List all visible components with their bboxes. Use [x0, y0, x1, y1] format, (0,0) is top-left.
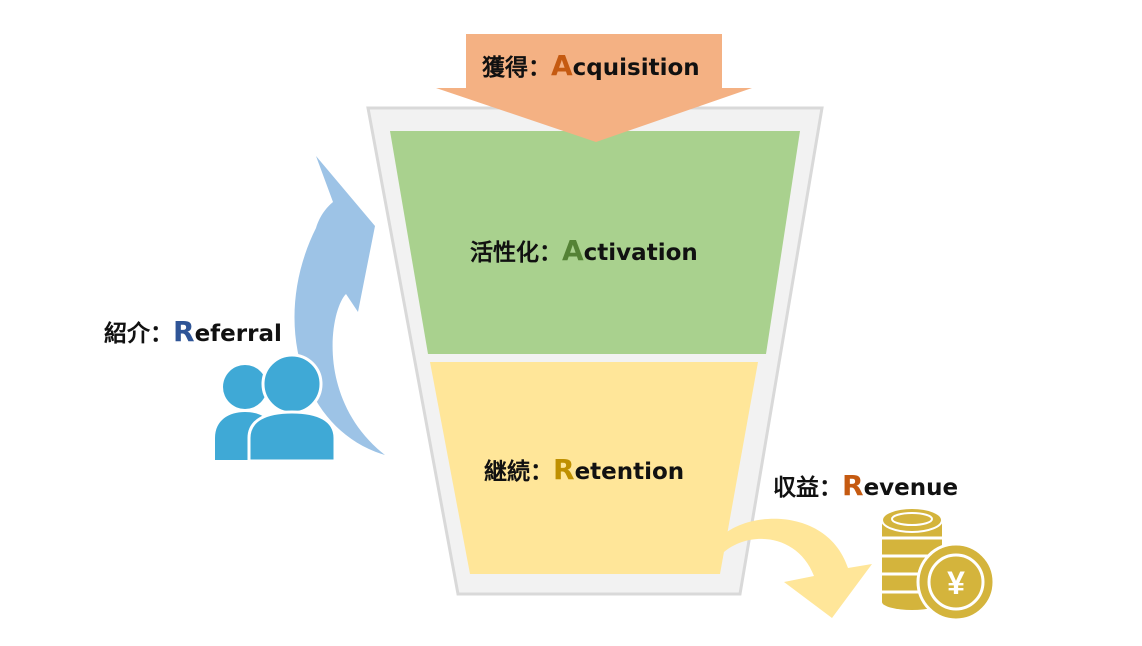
revenue-arrow	[722, 518, 872, 618]
acquisition-label: 獲得：Acquisition	[482, 52, 700, 80]
activation-initial: A	[562, 234, 584, 267]
revenue-word: evenue	[863, 475, 959, 501]
acquisition-jp: 獲得：	[482, 55, 551, 81]
activation-jp: 活性化：	[470, 240, 562, 266]
activation-word: ctivation	[583, 240, 698, 266]
revenue-jp: 収益：	[773, 475, 842, 501]
referral-jp: 紹介：	[104, 321, 173, 347]
referral-word: eferral	[194, 321, 282, 347]
acquisition-arrow	[436, 34, 752, 142]
coin-stack-icon: ¥	[881, 507, 996, 622]
people-icon	[215, 353, 337, 463]
activation-label: 活性化：Activation	[470, 237, 698, 265]
user-front-icon	[247, 353, 337, 463]
retention-section	[430, 362, 758, 574]
revenue-initial: R	[842, 469, 864, 502]
acquisition-word: cquisition	[572, 55, 700, 81]
retention-word: etention	[574, 459, 685, 485]
referral-initial: R	[173, 315, 195, 348]
retention-initial: R	[553, 453, 575, 486]
activation-section	[390, 131, 800, 354]
retention-jp: 継続：	[484, 459, 553, 485]
referral-label: 紹介：Referral	[104, 318, 282, 346]
retention-label: 継続：Retention	[484, 456, 684, 484]
revenue-label: 収益：Revenue	[773, 472, 958, 500]
acquisition-initial: A	[551, 49, 573, 82]
referral-arrow	[294, 156, 385, 455]
yen-symbol: ¥	[947, 565, 965, 601]
